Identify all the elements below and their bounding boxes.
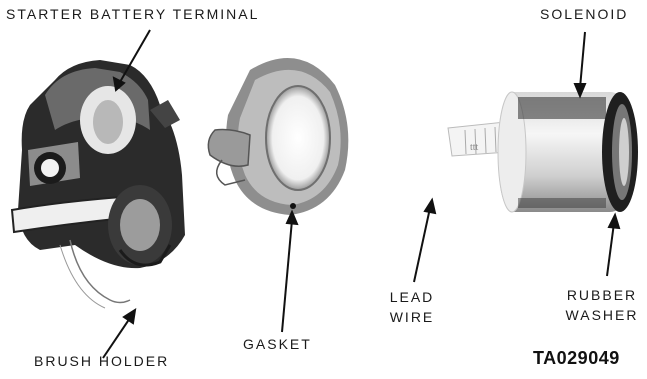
rubber-label: RUBBER xyxy=(560,287,644,303)
brush-holder-part xyxy=(12,60,185,308)
solenoid-label: SOLENOID xyxy=(540,6,628,22)
wire-label: WIRE xyxy=(387,309,437,325)
gasket-part xyxy=(208,58,348,215)
solenoid-part xyxy=(498,92,638,212)
gasket-label: GASKET xyxy=(243,336,312,352)
lead-label: LEAD xyxy=(387,289,437,305)
svg-text:ttt: ttt xyxy=(470,142,479,153)
starter-battery-terminal-label: STARTER BATTERY TERMINAL xyxy=(6,6,259,22)
washer-label: WASHER xyxy=(560,307,644,323)
brush-holder-label: BRUSH HOLDER xyxy=(34,353,169,369)
figure-id: TA029049 xyxy=(533,348,620,369)
